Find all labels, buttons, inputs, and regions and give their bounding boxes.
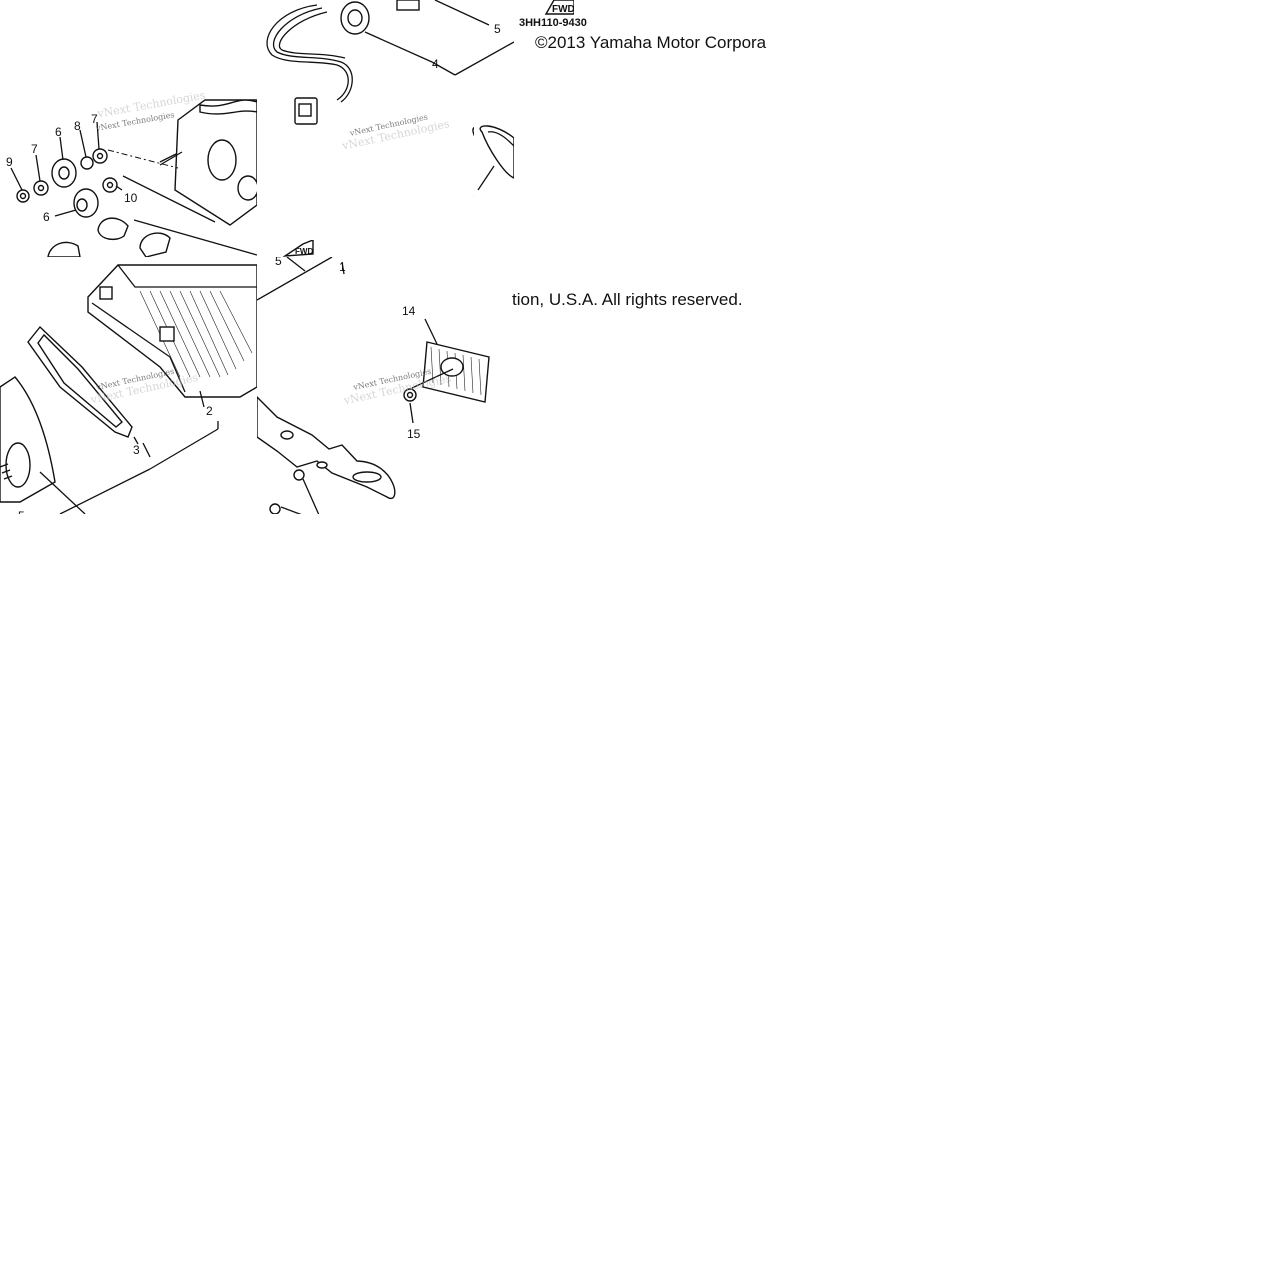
callout-2: 2 [206, 404, 213, 418]
tile-fwd-arrow: FWD [257, 240, 337, 260]
bulb-parts-drawing: vNext Technologies vNext Technologies 9 … [6, 89, 257, 257]
callout-1: 1 [339, 260, 346, 274]
callout-4: 4 [432, 57, 439, 71]
fwd-arrow-label: FWD [295, 247, 313, 256]
copyright-line-2: tion, U.S.A. All rights reserved. [512, 290, 743, 309]
callout-9: 9 [6, 155, 13, 169]
callout-14: 14 [402, 304, 416, 318]
fwd-label: FWD [552, 4, 574, 15]
callout-5b: 5 [275, 257, 282, 268]
callout-6a: 6 [55, 125, 62, 139]
callout-6b: 6 [43, 210, 50, 224]
lens-drawing: vNext Technologies vNext Technologies 2 … [0, 264, 257, 514]
part-code: 3HH110-9430 [519, 17, 587, 29]
bracket-shape [257, 396, 396, 500]
tile-lens-11 [474, 118, 514, 198]
tile-bulb-parts: vNext Technologies vNext Technologies 9 … [0, 0, 257, 257]
callout-5c: 5 [18, 509, 25, 514]
tile-bracket: vNext Technologies vNext Technologies 5 … [257, 257, 514, 514]
callout-15: 15 [407, 427, 421, 441]
bulb-shape [97, 217, 129, 241]
callout-8: 8 [74, 119, 81, 133]
callout-3: 3 [133, 443, 140, 457]
callout-7a: 7 [31, 142, 38, 156]
callout-16: 16 [317, 512, 331, 514]
copyright-line-1: ©2013 Yamaha Motor Corpora [535, 33, 767, 52]
bracket-drawing: vNext Technologies vNext Technologies 5 … [257, 257, 490, 514]
callout-7b: 7 [91, 112, 98, 126]
callout-5: 5 [494, 22, 501, 36]
tile-fwd: FWD [514, 0, 574, 16]
tile-lens: vNext Technologies vNext Technologies 2 … [0, 257, 257, 514]
callout-10: 10 [124, 191, 138, 205]
